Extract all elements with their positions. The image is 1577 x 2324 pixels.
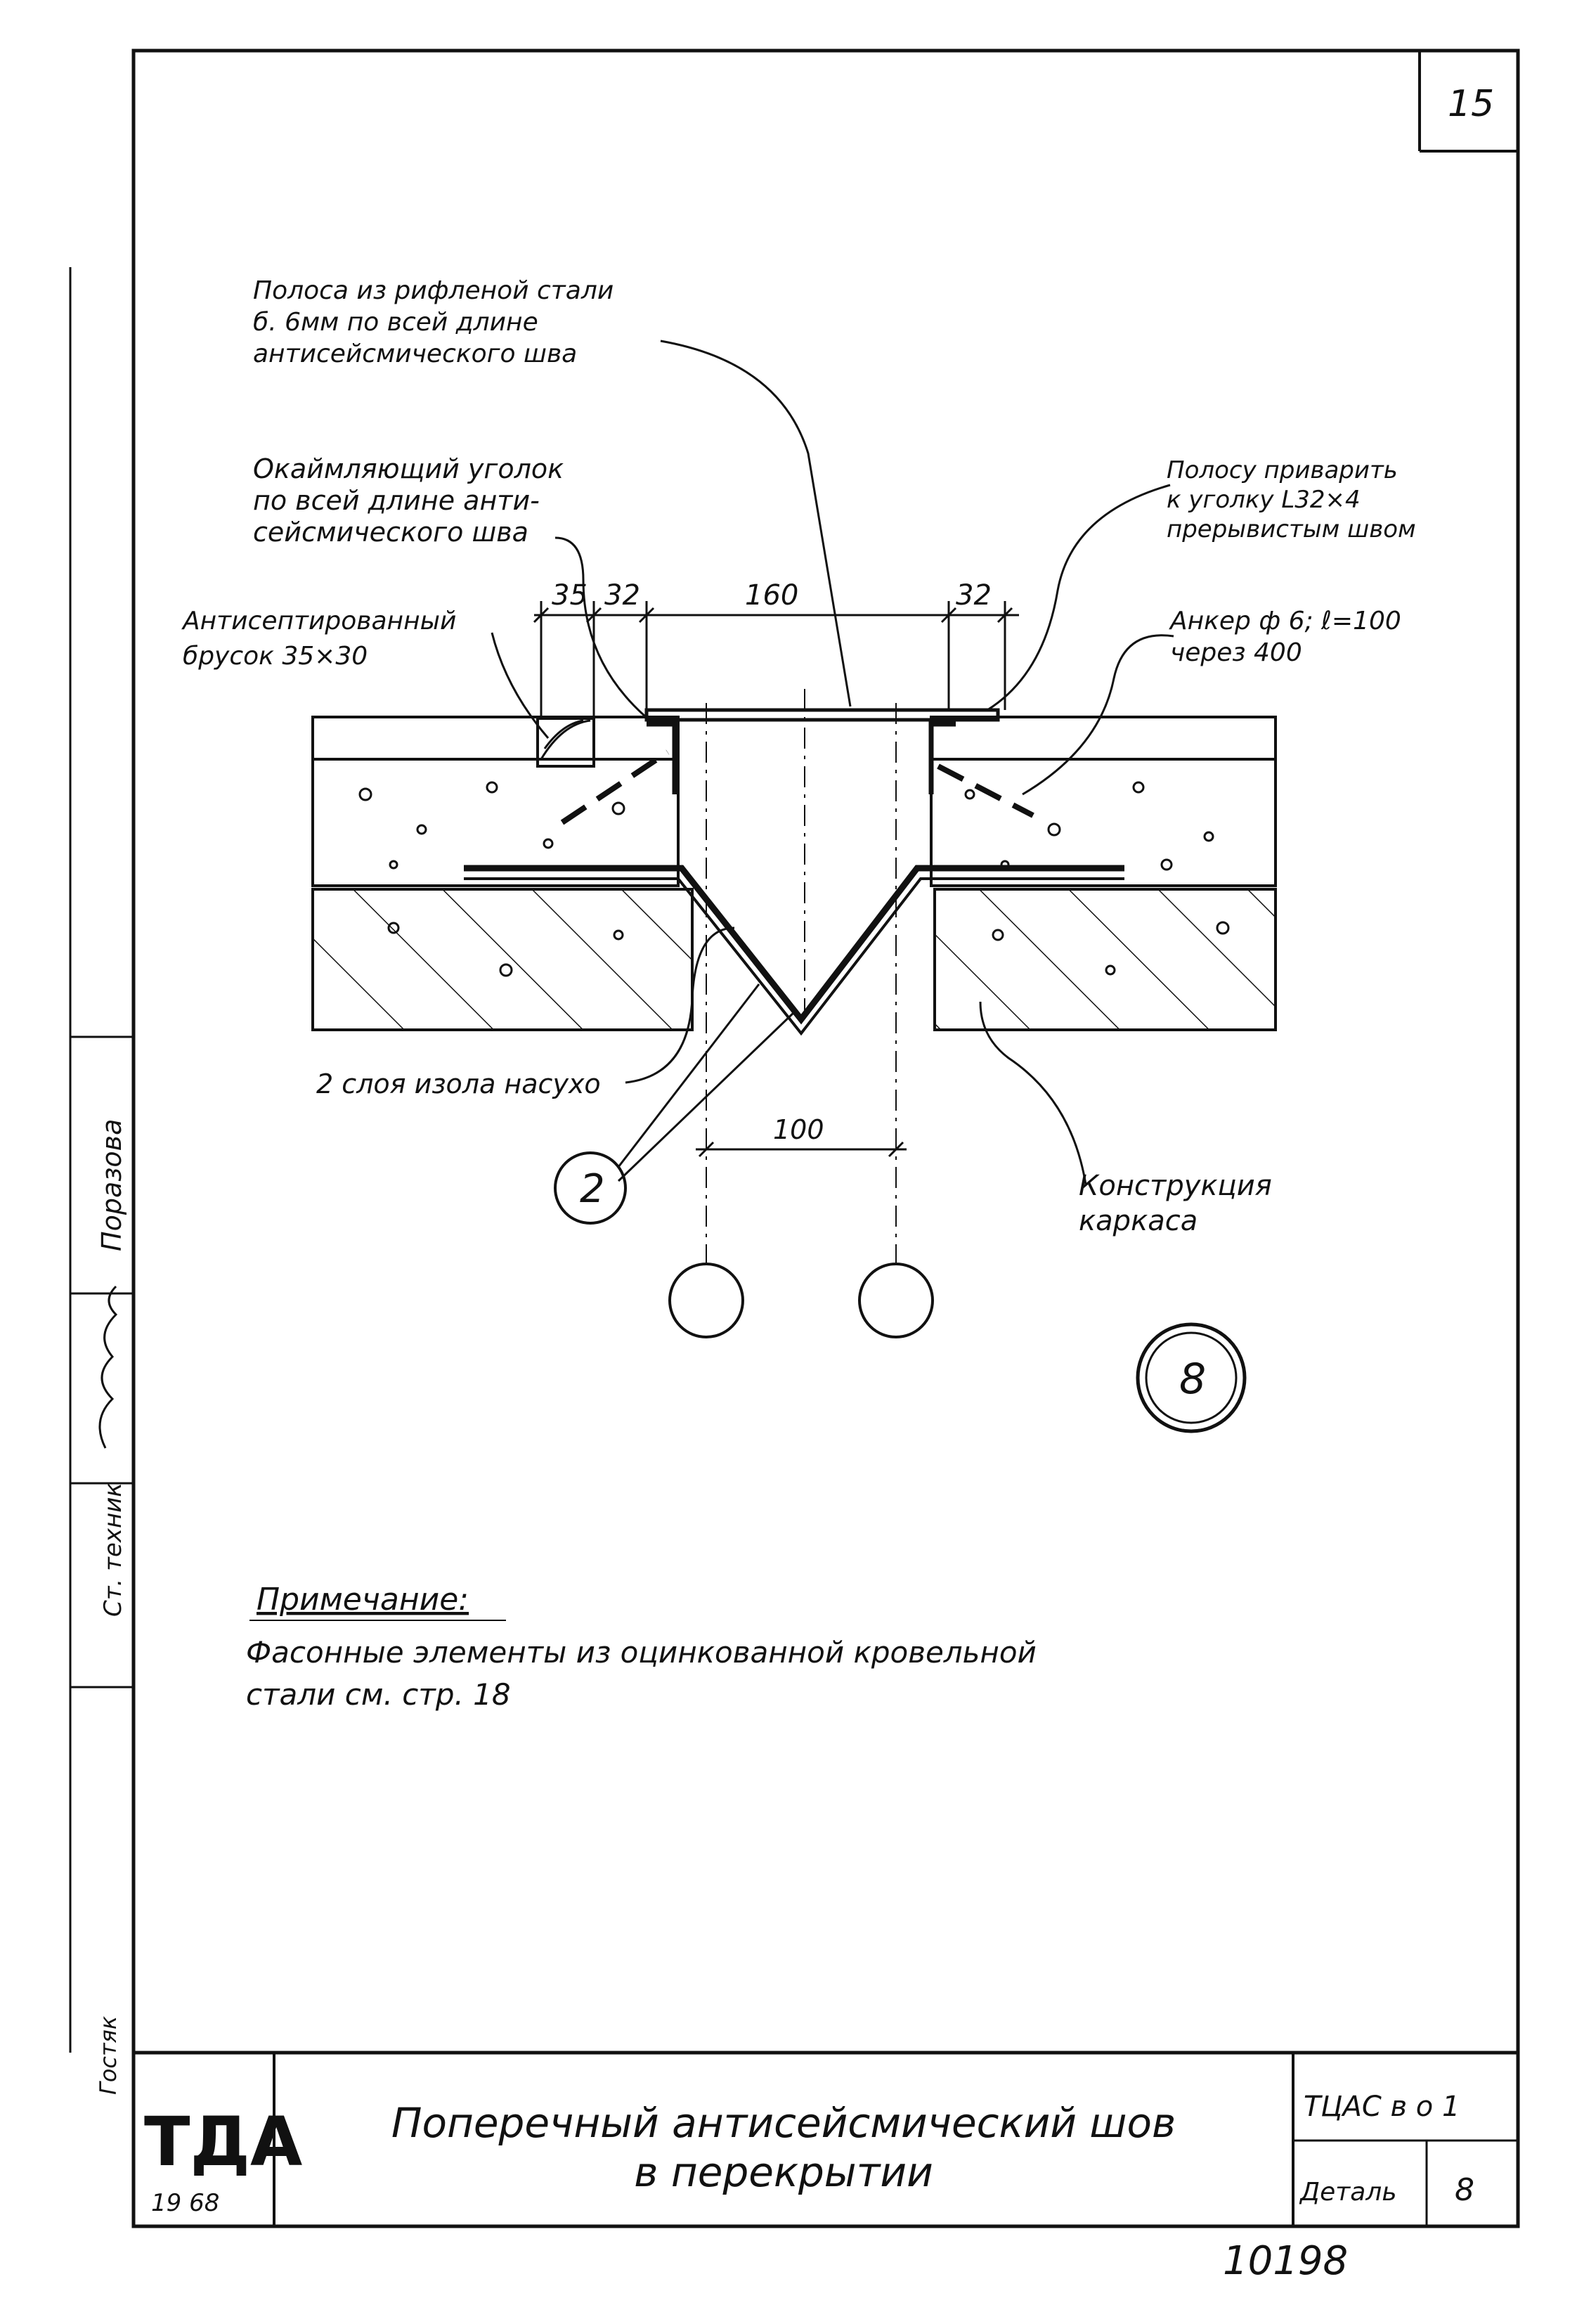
right-anchor xyxy=(937,763,1034,818)
left-screed xyxy=(311,716,680,761)
axis-bubble-right xyxy=(858,1263,934,1338)
leader-frame xyxy=(979,1001,1087,1185)
detail-marker-outer xyxy=(1136,1322,1247,1433)
left-concrete-slab xyxy=(311,758,680,887)
callout-steel-strip-l2: б. 6мм по всей длине xyxy=(253,308,538,337)
left-frame-block xyxy=(311,888,694,1031)
stamp-letters: ТДА xyxy=(144,2103,302,2181)
detail-label: Деталь xyxy=(1299,2178,1397,2207)
leader-wood-bar xyxy=(491,632,550,739)
callout-steel-strip: Полоса из рифленой стали б. 6мм по всей … xyxy=(253,276,622,368)
wood-bar xyxy=(536,717,595,768)
leader-steel-strip xyxy=(660,340,852,707)
callout-insulation: 2 слоя изола насухо xyxy=(316,1069,601,1099)
right-frame-block xyxy=(933,888,1277,1031)
callout-anchor: Анкер ф 6; ℓ=100 через 400 xyxy=(1169,607,1409,667)
dim-160: 160 xyxy=(745,579,798,612)
node-marker-number: 2 xyxy=(580,1166,605,1212)
note-heading: Примечание: xyxy=(257,1582,469,1618)
detail-marker-inner xyxy=(1145,1331,1238,1424)
concrete-aggregate xyxy=(358,781,1230,977)
leader-anchor xyxy=(1022,634,1174,796)
right-concrete-slab xyxy=(930,758,1277,887)
dim-32-left: 32 xyxy=(604,579,640,612)
leader-edge-angle xyxy=(554,536,651,722)
side-name-1: Поразова xyxy=(96,1119,127,1251)
page-number: 15 xyxy=(1448,83,1494,125)
note-line-2: стали см. стр. 18 xyxy=(246,1677,511,1712)
note-line-1: Фасонные элементы из оцинкованной кровел… xyxy=(246,1635,1037,1670)
detail-value: 8 xyxy=(1455,2172,1474,2208)
leader-insulation xyxy=(625,927,735,1084)
sheet-title-line1: Поперечный антисейсмический шов xyxy=(391,2099,1176,2147)
sheet-frame xyxy=(131,49,1520,2228)
detail-marker-number: 8 xyxy=(1179,1355,1206,1404)
side-name-3: Гостяк xyxy=(95,2015,122,2095)
dim-100: 100 xyxy=(773,1114,824,1145)
left-edge-angle xyxy=(647,721,677,794)
cross-section xyxy=(311,689,1277,1265)
dim-32-right: 32 xyxy=(956,579,992,612)
callout-steel-strip-l3: антисейсмического шва xyxy=(253,340,577,368)
side-name-2: Ст. техник xyxy=(99,1483,127,1617)
left-anchor xyxy=(560,749,670,825)
top-dimension-chain xyxy=(533,601,1019,717)
callout-edge-angle: Окаймляющий уголок по всей длине анти- с… xyxy=(253,453,572,548)
callout-wood-bar: Антисептированный брусок 35×30 xyxy=(181,607,465,671)
sheet-code: ТЦАС в о 1 xyxy=(1304,2091,1460,2123)
callout-weld-note: Полосу приварить к уголку L32×4 прерывис… xyxy=(1167,456,1416,543)
bottom-number: 10198 xyxy=(1223,2238,1348,2284)
signature xyxy=(98,1285,118,1449)
node-marker xyxy=(554,1151,627,1225)
checkered-steel-strip xyxy=(644,708,1000,722)
leader-weld-note xyxy=(987,484,1171,711)
dim-35: 35 xyxy=(552,579,588,612)
right-screed xyxy=(930,716,1277,761)
sheet-title-line2: в перекрытии xyxy=(634,2148,933,2196)
axis-bubble-left xyxy=(668,1263,744,1338)
v-flashing xyxy=(464,865,1124,1025)
stamp-year: 19 68 xyxy=(151,2189,219,2217)
callout-steel-strip-l1: Полоса из рифленой стали xyxy=(253,276,614,305)
callout-frame: Конструкция каркаса xyxy=(1079,1170,1281,1237)
right-edge-angle xyxy=(928,721,956,794)
